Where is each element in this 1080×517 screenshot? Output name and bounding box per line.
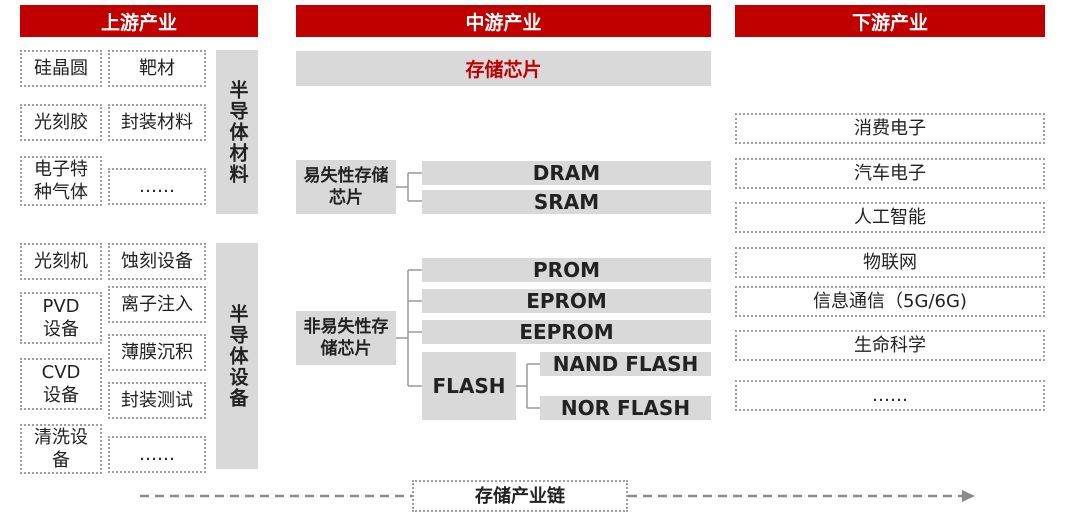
header-downstream: 下游产业 xyxy=(735,5,1045,37)
equipment-item: 蚀刻设备 xyxy=(108,243,206,280)
flash-type: NOR FLASH xyxy=(540,396,711,420)
nonvolatile-label: 非易失性存储芯片 xyxy=(296,311,396,365)
material-item: 光刻胶 xyxy=(20,104,102,141)
nonvolatile-chip: EEPROM xyxy=(422,320,711,344)
materials-label: 半导体材料 xyxy=(216,50,258,214)
equipment-item: 清洗设备 xyxy=(20,424,102,474)
equipment-item: CVD设备 xyxy=(20,358,102,410)
flash-type: NAND FLASH xyxy=(540,352,711,376)
header-upstream: 上游产业 xyxy=(20,5,258,37)
nonvolatile-chip: PROM xyxy=(422,258,711,282)
downstream-item: 物联网 xyxy=(735,247,1045,278)
storage-chip-title: 存储芯片 xyxy=(296,51,711,86)
downstream-item: 信息通信（5G/6G) xyxy=(735,286,1045,317)
chain-label: 存储产业链 xyxy=(412,480,628,512)
volatile-chip: SRAM xyxy=(422,190,711,214)
flash-label: FLASH xyxy=(422,352,516,420)
header-midstream: 中游产业 xyxy=(296,5,711,37)
equipment-item: …… xyxy=(108,436,206,473)
material-item: 硅晶圆 xyxy=(20,50,102,87)
downstream-item: 生命科学 xyxy=(735,330,1045,361)
equipment-item: PVD设备 xyxy=(20,292,102,344)
nonvolatile-chip: EPROM xyxy=(422,289,711,313)
equipment-item: 封装测试 xyxy=(108,382,206,419)
material-item: …… xyxy=(108,168,206,205)
equipment-item: 薄膜沉积 xyxy=(108,334,206,371)
downstream-item: 消费电子 xyxy=(735,113,1045,144)
material-item: 靶材 xyxy=(108,50,206,87)
downstream-item: 汽车电子 xyxy=(735,158,1045,189)
equipment-label: 半导体设备 xyxy=(216,243,258,469)
volatile-chip: DRAM xyxy=(422,161,711,185)
equipment-item: 离子注入 xyxy=(108,286,206,323)
volatile-label: 易失性存储芯片 xyxy=(296,160,396,214)
downstream-item: …… xyxy=(735,380,1045,411)
material-item: 封装材料 xyxy=(108,104,206,141)
downstream-item: 人工智能 xyxy=(735,202,1045,233)
material-item: 电子特种气体 xyxy=(20,156,102,206)
equipment-item: 光刻机 xyxy=(20,243,102,280)
